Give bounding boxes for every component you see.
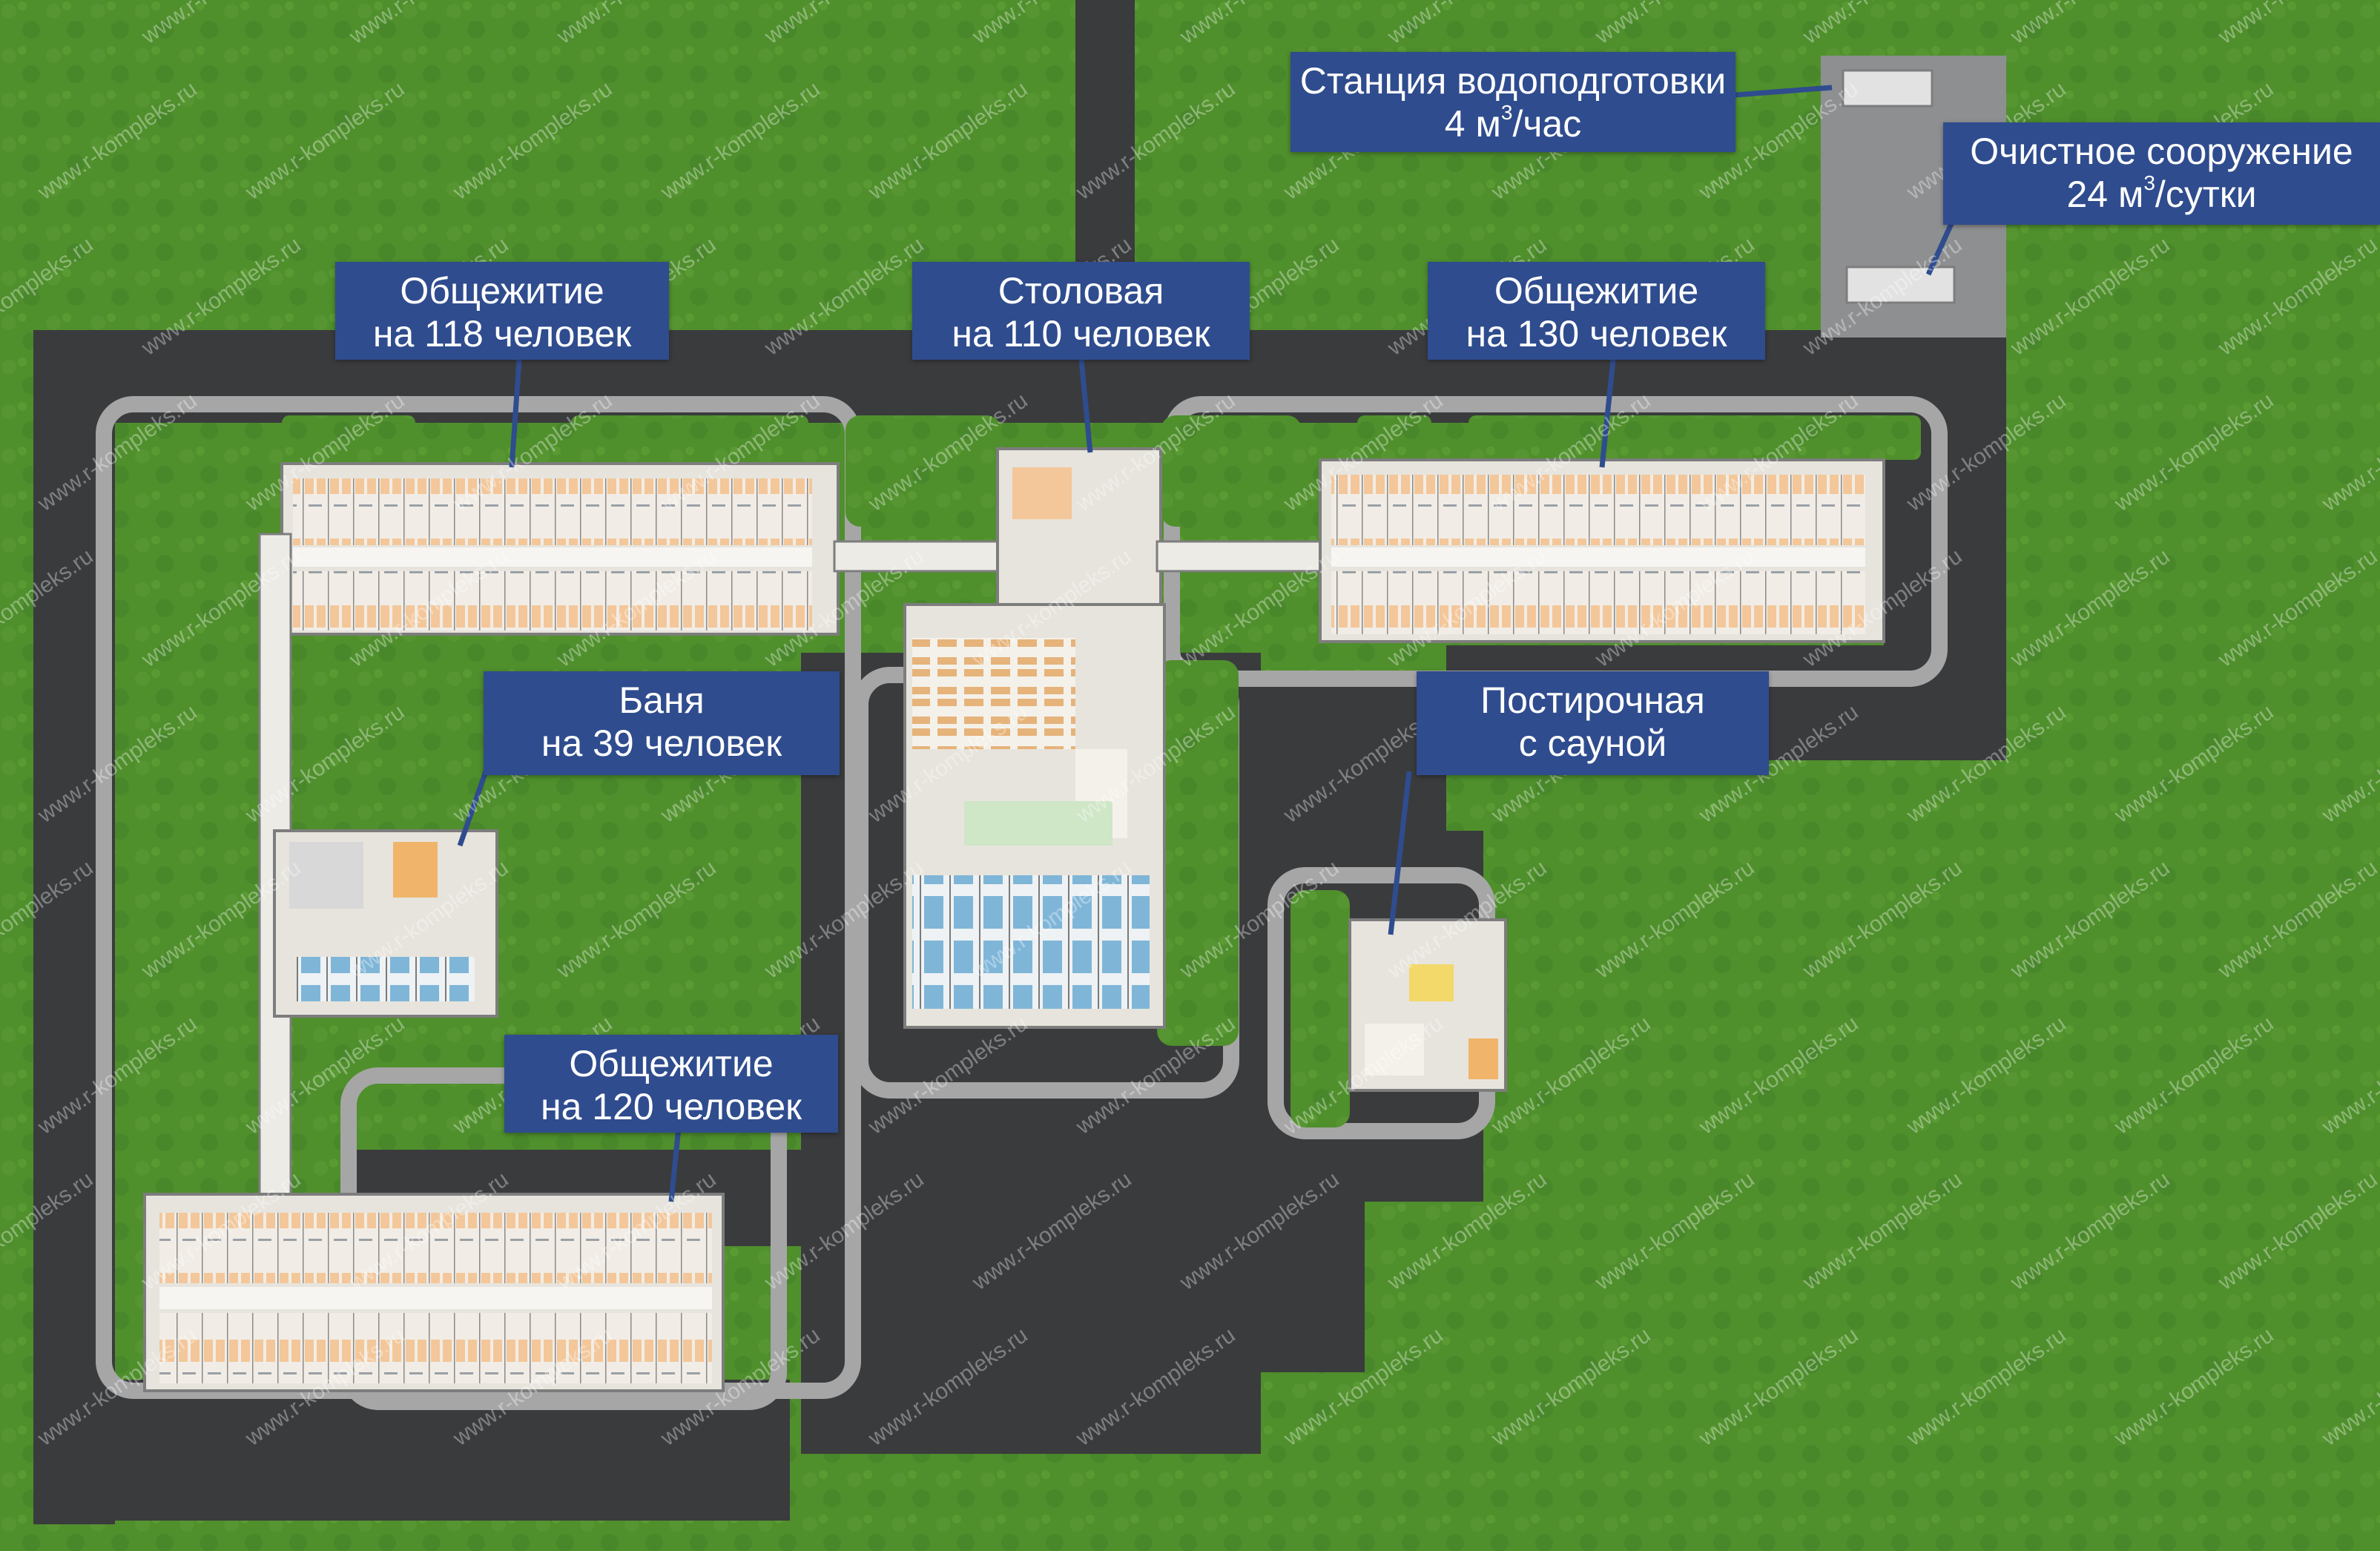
building-canteen [903,447,1166,1029]
label-treatment: Очистное сооружение 24 м3/сутки [1943,122,2380,225]
label-dorm-120-line2: на 120 человек [540,1086,802,1127]
water-station-sup: 3 [1500,101,1513,124]
water-station-unit [1842,69,1934,108]
treatment-unit [1845,266,1956,304]
road-to-laundry [1261,682,1446,831]
label-dorm-118-line1: Общежитие [400,270,604,312]
label-laundry-line1: Постирочная [1480,679,1705,721]
label-water-station-line2: 4 м3/час [1290,102,1735,145]
building-dorm-130 [1319,458,1885,643]
water-station-volume: 4 м [1444,103,1501,145]
label-dorm-118: Общежитие на 118 человек [335,262,669,360]
label-dorm-120-line1: Общежитие [569,1043,774,1084]
label-treatment-line1: Очистное сооружение [1970,131,2353,172]
building-bath [273,829,498,1018]
treatment-volume: 24 м [2066,174,2144,215]
road-laundry-south [1261,1113,1365,1372]
label-bath: Баня на 39 человек [484,671,840,775]
label-canteen: Столовая на 110 человек [912,262,1250,360]
label-treatment-line2: 24 м3/сутки [1943,173,2380,216]
treatment-sup: 3 [2143,171,2155,194]
corridor-north-west [833,540,1014,573]
lawns [119,415,1921,1150]
label-canteen-line1: Столовая [998,270,1164,312]
label-laundry: Постирочная с сауной [1417,671,1769,775]
label-dorm-130-line2: на 130 человек [1466,313,1727,355]
label-water-station-line1: Станция водоподготовки [1299,60,1727,102]
building-dorm-120 [143,1193,725,1392]
label-water-station: Станция водоподготовки 4 м3/час [1290,52,1735,152]
treatment-unit-text: /сутки [2155,174,2257,215]
road-center-lower [801,1076,1261,1446]
label-laundry-line2: с сауной [1518,722,1667,764]
label-dorm-130-line1: Общежитие [1494,270,1699,312]
label-dorm-120: Общежитие на 120 человек [504,1035,838,1133]
label-dorm-130: Общежитие на 130 человек [1428,262,1765,360]
buildings [143,69,1956,1392]
building-laundry [1348,918,1507,1092]
building-dorm-118 [280,462,840,636]
label-bath-line1: Баня [619,679,705,721]
water-station-unit-text: /час [1512,103,1582,145]
corridor-north-east [1156,540,1336,573]
label-canteen-line2: на 110 человек [952,313,1210,355]
label-dorm-118-line2: на 118 человек [372,313,632,355]
label-bath-line2: на 39 человек [541,722,782,764]
